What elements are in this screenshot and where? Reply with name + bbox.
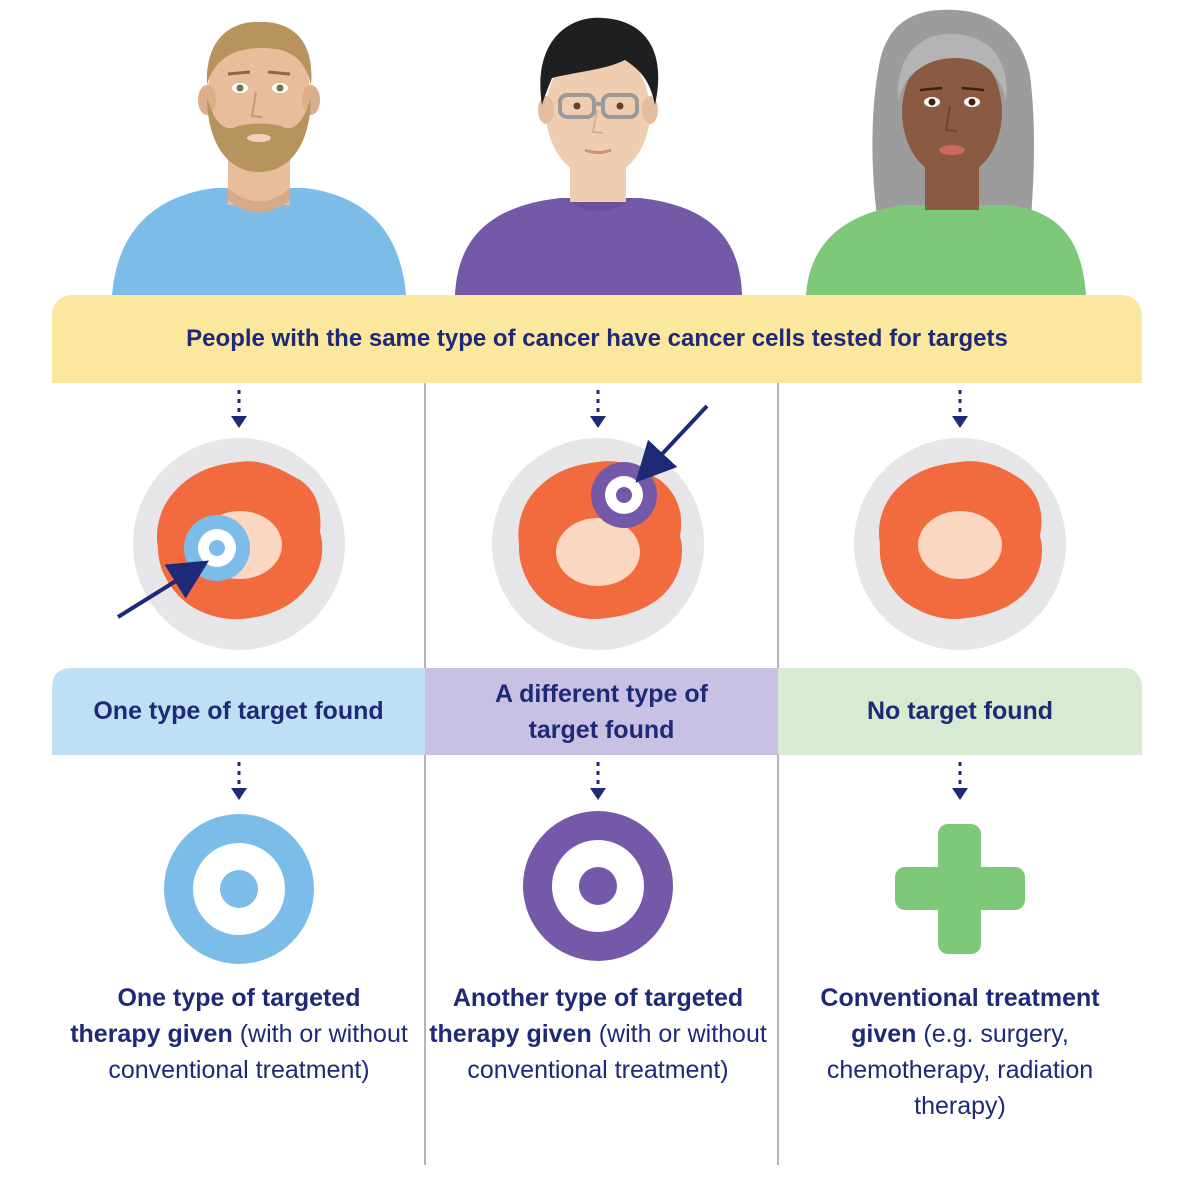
arrow-to-treatment-2 (590, 762, 606, 800)
cancer-cell-2 (492, 404, 709, 650)
pointer-arrow-2 (635, 404, 709, 483)
treatment-1-rest: (with or without conventional treatment) (108, 1020, 408, 1084)
header-banner: People with the same type of cancer have… (52, 295, 1142, 383)
person-man-glasses (455, 17, 742, 295)
shirt-blue (112, 188, 406, 295)
cancer-cell-3 (854, 438, 1066, 650)
treatment-1-bold: One type of targeted therapy given (70, 984, 361, 1048)
result-label-2: A different type of target found (478, 668, 725, 755)
mouth (939, 145, 965, 155)
ear-left (198, 85, 216, 115)
hair-front (897, 33, 1007, 100)
arrow-to-cell-3 (952, 390, 968, 428)
result-banner-2-bg (425, 668, 778, 755)
arrow-to-treatment-3 (952, 762, 968, 800)
treatment-description-1: One type of targeted therapy given (with… (69, 980, 409, 1088)
result-label-2-text: A different type of target found (495, 679, 708, 744)
treatment-2-rest: (with or without conventional treatment) (467, 1020, 767, 1084)
shirt-purple (455, 198, 742, 295)
ear-right (302, 85, 320, 115)
shirt-green (806, 205, 1086, 295)
result-label-3: No target found (778, 668, 1142, 755)
treatment-2-bold: Another type of targeted therapy given (429, 984, 744, 1048)
arrow-to-treatment-1 (231, 762, 247, 800)
face (902, 46, 1002, 178)
arrow-to-cell-1 (231, 390, 247, 428)
result-label-1: One type of target found (52, 668, 425, 755)
hair (540, 17, 659, 105)
result-label-3-text: No target found (866, 697, 1054, 725)
plus-icon (895, 824, 1025, 954)
result-banner-3-bg (778, 668, 1142, 755)
mouth (584, 148, 612, 154)
treatment-3-rest: (e.g. surgery, chemotherapy, radiation t… (826, 1020, 1094, 1120)
treatment-description-2: Another type of targeted therapy given (… (428, 980, 768, 1088)
result-banner-1-bg (52, 668, 425, 755)
ear-left (538, 96, 554, 124)
header-banner-text: People with the same type of cancer have… (186, 325, 1008, 352)
cancer-cell-1 (116, 438, 345, 650)
target-icon (164, 814, 314, 964)
person-bearded-man (112, 21, 406, 295)
mouth (247, 134, 271, 142)
ear-right (642, 96, 658, 124)
result-label-1-text: One type of target found (93, 697, 384, 725)
face (546, 46, 650, 178)
treatment-description-3: Conventional treatment given (e.g. surge… (790, 980, 1130, 1124)
treatment-3-bold: Conventional treatment given (820, 984, 1100, 1048)
person-woman-grey-hair (806, 9, 1086, 295)
target-icon (523, 811, 673, 961)
pointer-arrow-1 (116, 560, 209, 619)
collar-shadow (228, 188, 290, 213)
hair (206, 21, 312, 85)
arrow-to-cell-2 (590, 390, 606, 428)
